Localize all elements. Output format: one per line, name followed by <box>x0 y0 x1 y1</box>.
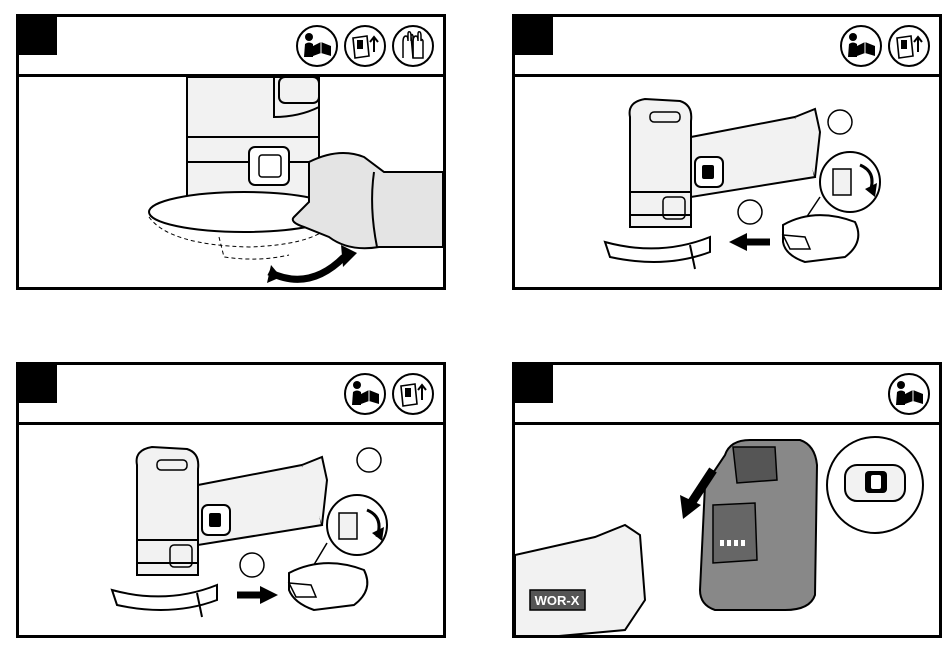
read-manual-icon <box>343 372 387 416</box>
remove-battery-icon <box>887 24 931 68</box>
brand-logo-text: WOR-X <box>535 593 580 608</box>
panel-header <box>19 365 443 425</box>
safety-icons <box>295 24 435 68</box>
illustration-guard-rotate <box>19 77 443 287</box>
wear-gloves-icon <box>391 24 435 68</box>
step-panel-3 <box>16 362 446 638</box>
step-number-box <box>515 17 553 55</box>
read-manual-icon <box>295 24 339 68</box>
panel-header <box>515 365 939 425</box>
safety-icons <box>343 372 435 416</box>
safety-icons <box>887 372 931 416</box>
read-manual-icon <box>887 372 931 416</box>
step-number-box <box>515 365 553 403</box>
safety-icons <box>839 24 931 68</box>
step-panel-1 <box>16 14 446 290</box>
panel-header <box>515 17 939 77</box>
step-number-box <box>19 17 57 55</box>
step-panel-4: WOR-X <box>512 362 942 638</box>
illustration-guard-attach <box>19 425 443 635</box>
illustration-guard-remove <box>515 77 939 287</box>
step-panel-2 <box>512 14 942 290</box>
step-number-box <box>19 365 57 403</box>
illustration-battery-insert: WOR-X <box>515 425 939 635</box>
remove-battery-icon <box>343 24 387 68</box>
read-manual-icon <box>839 24 883 68</box>
panel-header <box>19 17 443 77</box>
remove-battery-icon <box>391 372 435 416</box>
